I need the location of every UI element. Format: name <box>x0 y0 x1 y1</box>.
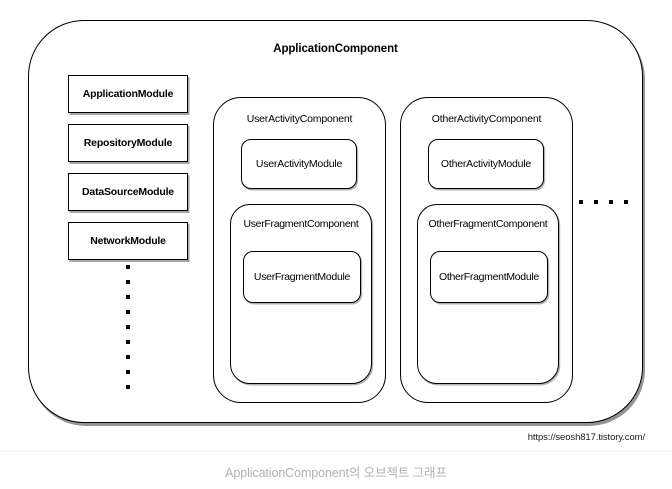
ellipsis-dot <box>126 370 130 374</box>
ellipsis-dot <box>624 200 628 204</box>
module-label: NetworkModule <box>90 235 166 247</box>
ellipsis-dot <box>126 355 130 359</box>
application-component-title: ApplicationComponent <box>273 43 398 55</box>
user-fragment-component-container: UserFragmentComponent UserFragmentModule <box>230 204 372 384</box>
watermark-url: https://seosh817.tistory.com/ <box>527 432 645 443</box>
user-activity-module-box: UserActivityModule <box>241 139 357 189</box>
other-fragment-module-box: OtherFragmentModule <box>430 251 548 303</box>
ellipsis-dot <box>126 340 130 344</box>
ellipsis-dot <box>579 200 583 204</box>
ellipsis-dot <box>126 385 130 389</box>
module-label: RepositoryModule <box>83 137 173 149</box>
ellipsis-dot <box>126 325 130 329</box>
other-fragment-component-container: OtherFragmentComponent OtherFragmentModu… <box>417 204 559 384</box>
ellipsis-dot <box>126 295 130 299</box>
module-box-repository: RepositoryModule <box>68 124 188 162</box>
module-stack: ApplicationModule RepositoryModule DataS… <box>68 75 188 271</box>
figure-caption: ApplicationComponent의 오브젝트 그래프 <box>225 466 447 480</box>
module-label: DataSourceModule <box>82 186 174 198</box>
user-activity-component-container: UserActivityComponent UserActivityModule… <box>213 97 386 403</box>
ellipsis-dot <box>609 200 613 204</box>
module-label: ApplicationModule <box>82 88 174 100</box>
other-activity-component-label: OtherActivityComponent <box>431 113 542 125</box>
module-box-network: NetworkModule <box>68 222 188 260</box>
user-fragment-component-label: UserFragmentComponent <box>243 218 359 230</box>
other-activity-module-box: OtherActivityModule <box>428 139 544 189</box>
horizontal-ellipsis <box>579 200 639 204</box>
other-fragment-component-label: OtherFragmentComponent <box>428 218 548 230</box>
user-fragment-module-box: UserFragmentModule <box>243 251 361 303</box>
user-activity-component-label: UserActivityComponent <box>246 113 353 125</box>
ellipsis-dot <box>594 200 598 204</box>
ellipsis-dot <box>126 310 130 314</box>
caption-divider <box>0 451 672 452</box>
ellipsis-dot <box>126 265 130 269</box>
ellipsis-dot <box>126 280 130 284</box>
module-box-application: ApplicationModule <box>68 75 188 113</box>
other-activity-component-container: OtherActivityComponent OtherActivityModu… <box>400 97 573 403</box>
module-box-datasource: DataSourceModule <box>68 173 188 211</box>
vertical-ellipsis <box>123 265 133 400</box>
